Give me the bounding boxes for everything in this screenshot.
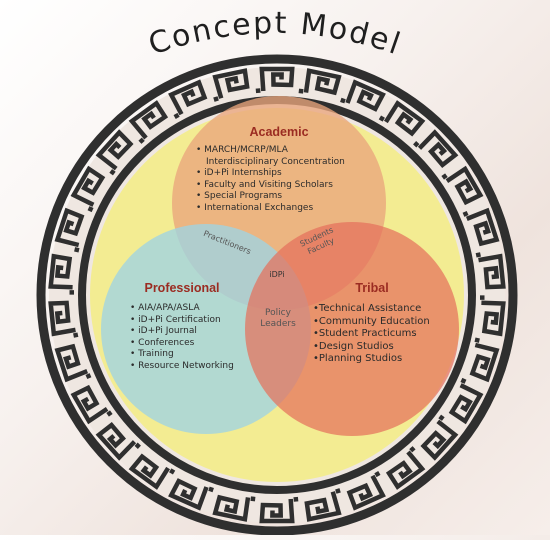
- meander-connector: [376, 472, 378, 476]
- meander-connector: [337, 489, 338, 493]
- meander-connector: [475, 340, 479, 341]
- policy-leaders-label: Policy Leaders: [251, 308, 305, 330]
- center-label: iDPi: [259, 270, 295, 280]
- meander-connector: [75, 249, 79, 250]
- list-item: Student Practicums: [313, 328, 430, 341]
- meander-connector: [411, 448, 414, 451]
- list-item: Technical Assistance: [313, 303, 430, 316]
- meander-connector: [440, 416, 444, 419]
- meander-connector: [210, 487, 211, 491]
- professional-list: AIA/APA/ASLA iD+Pi Certification iD+Pi J…: [130, 303, 234, 373]
- meander-connector: [443, 175, 447, 178]
- list-item: Conferences: [130, 338, 234, 350]
- list-item: Community Education: [313, 316, 430, 329]
- tribal-list: Technical Assistance Community Education…: [313, 303, 430, 366]
- list-item: Special Programs: [196, 191, 345, 203]
- meander-connector: [215, 97, 216, 101]
- meander-connector: [140, 139, 143, 142]
- diagram-title: Concept Model: [144, 6, 406, 63]
- meander-connector: [136, 444, 139, 447]
- meander-connector: [381, 117, 383, 121]
- list-item: Faculty and Visiting Scholars: [196, 180, 345, 192]
- academic-list: MARCH/MCRP/MLA Interdisciplinary Concent…: [196, 145, 345, 215]
- list-item: Resource Networking: [130, 361, 234, 373]
- meander-connector: [301, 89, 302, 94]
- meander-connector: [253, 497, 254, 502]
- meander-connector: [476, 254, 480, 255]
- policy-text: Policy: [251, 308, 305, 319]
- list-item: Design Studios: [313, 341, 430, 354]
- list-item: AIA/APA/ASLA: [130, 303, 234, 315]
- list-item: iD+Pi Journal: [130, 326, 234, 338]
- meander-connector: [86, 375, 90, 377]
- meander-connector: [74, 335, 78, 336]
- list-item: Interdisciplinary Concentration: [196, 157, 345, 169]
- leaders-text: Leaders: [251, 319, 305, 330]
- meander-connector: [89, 208, 93, 210]
- meander-connector: [415, 143, 418, 146]
- tribal-heading: Tribal: [322, 281, 422, 295]
- meander-connector: [176, 114, 178, 118]
- meander-connector: [461, 380, 465, 382]
- meander-connector: [171, 470, 173, 474]
- list-item: International Exchanges: [196, 203, 345, 215]
- meander-connector: [111, 171, 115, 174]
- academic-heading: Academic: [229, 125, 329, 139]
- list-item: Training: [130, 349, 234, 361]
- list-item: Planning Studios: [313, 353, 430, 366]
- list-item: iD+Pi Certification: [130, 315, 234, 327]
- meander-connector: [464, 213, 468, 215]
- meander-connector: [108, 412, 112, 415]
- professional-heading: Professional: [132, 281, 232, 295]
- list-item: iD+Pi Internships: [196, 168, 345, 180]
- meander-connector: [342, 99, 343, 103]
- list-item: MARCH/MCRP/MLA: [196, 145, 345, 157]
